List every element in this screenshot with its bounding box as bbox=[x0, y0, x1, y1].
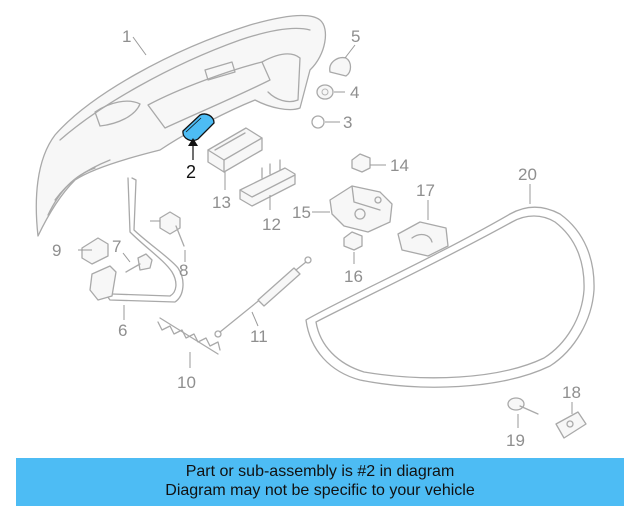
callout-11: 11 bbox=[250, 327, 268, 346]
callout-15: 15 bbox=[292, 203, 311, 222]
switch-part bbox=[239, 159, 296, 207]
caption-line-2: Diagram may not be specific to your vehi… bbox=[165, 482, 475, 499]
caption-line-1: Part or sub-assembly is #2 in diagram bbox=[185, 463, 455, 480]
bolt-part-7 bbox=[125, 253, 153, 273]
callout-2: 2 bbox=[186, 162, 196, 182]
callout-10: 10 bbox=[177, 373, 196, 392]
callout-6: 6 bbox=[118, 321, 127, 340]
callout-18: 18 bbox=[562, 383, 581, 402]
clip-part bbox=[311, 115, 325, 129]
bumper-part bbox=[81, 237, 109, 265]
callout-3: 3 bbox=[343, 113, 352, 132]
cap-part bbox=[329, 56, 352, 77]
parts-diagram: 1 2 3 4 5 6 7 8 9 10 11 12 13 14 15 16 1… bbox=[35, 14, 595, 450]
callout-14: 14 bbox=[390, 156, 409, 175]
callout-8: 8 bbox=[179, 261, 188, 280]
callout-12: 12 bbox=[262, 215, 281, 234]
callout-13: 13 bbox=[212, 193, 231, 212]
latch-part bbox=[329, 185, 393, 233]
nut-part-16 bbox=[343, 231, 363, 251]
callout-20: 20 bbox=[518, 165, 537, 184]
gas-strut-part bbox=[214, 256, 312, 338]
weatherstrip-part bbox=[305, 206, 595, 388]
spring-part bbox=[157, 317, 221, 355]
leader-lines bbox=[78, 36, 573, 428]
callout-9: 9 bbox=[52, 241, 61, 260]
grommet-part bbox=[316, 84, 334, 100]
striker-cover-part bbox=[397, 221, 449, 257]
callout-17: 17 bbox=[416, 181, 435, 200]
nut-part-14 bbox=[351, 153, 371, 173]
bolt-part-19 bbox=[507, 397, 539, 415]
callout-16: 16 bbox=[344, 267, 363, 286]
handle-part-highlighted bbox=[182, 113, 215, 142]
callout-1: 1 bbox=[122, 27, 131, 46]
striker-part bbox=[555, 411, 587, 439]
license-lamp-part bbox=[207, 127, 263, 173]
callout-5: 5 bbox=[351, 27, 360, 46]
callout-7: 7 bbox=[112, 237, 121, 256]
hinge-part bbox=[89, 177, 184, 303]
trunk-lid-part bbox=[35, 14, 327, 237]
callout-19: 19 bbox=[506, 431, 525, 450]
caption-banner: Part or sub-assembly is #2 in diagram Di… bbox=[16, 458, 624, 506]
bolt-part-8 bbox=[159, 211, 185, 247]
callout-4: 4 bbox=[350, 83, 359, 102]
